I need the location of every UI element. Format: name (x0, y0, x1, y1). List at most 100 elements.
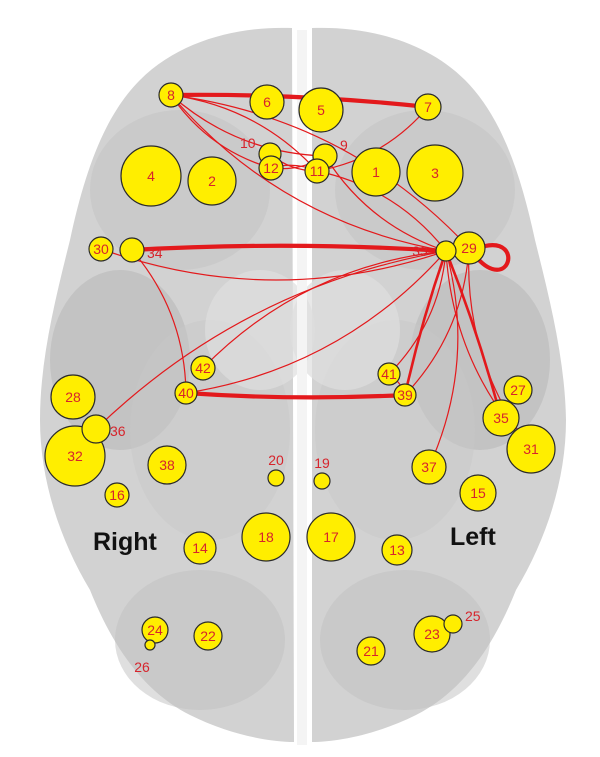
node-5 (298, 87, 344, 133)
node-label-41: 41 (381, 366, 397, 382)
node-25 (443, 614, 463, 634)
node-33 (435, 240, 457, 262)
node-label-24: 24 (147, 622, 163, 638)
node-label-13: 13 (389, 542, 405, 558)
connection-33-39 (403, 249, 448, 397)
left-hemisphere-label: Left (450, 523, 496, 551)
node-38 (147, 445, 187, 485)
node-label-10: 10 (240, 135, 256, 151)
node-7 (414, 93, 442, 121)
connection-9-33 (324, 155, 447, 252)
node-label-28: 28 (65, 389, 81, 405)
node-label-6: 6 (263, 94, 271, 110)
node-18 (241, 512, 291, 562)
node-label-20: 20 (268, 452, 284, 468)
node-label-11: 11 (310, 163, 325, 179)
node-label-40: 40 (178, 385, 194, 401)
node-8 (158, 82, 184, 108)
node-label-27: 27 (510, 382, 526, 398)
node-label-35: 35 (493, 410, 509, 426)
node-label-18: 18 (258, 529, 274, 545)
connection-8-12 (170, 94, 272, 169)
node-13 (381, 534, 413, 566)
connection-33-37 (428, 250, 459, 468)
node-28 (50, 374, 96, 420)
node-15 (459, 474, 497, 512)
node-label-23: 23 (424, 626, 440, 642)
node-19 (313, 472, 331, 490)
node-label-26: 26 (134, 659, 150, 675)
right-hemisphere-label: Right (93, 528, 157, 556)
node-label-4: 4 (147, 168, 155, 184)
node-label-9: 9 (340, 137, 348, 153)
node-41 (377, 362, 401, 386)
node-27 (503, 375, 533, 405)
node-14 (183, 531, 217, 565)
node-20 (267, 469, 285, 487)
connection-33-41 (388, 250, 447, 375)
connection-29-29 (474, 243, 511, 272)
node-label-25: 25 (465, 608, 481, 624)
node-label-16: 16 (109, 487, 125, 503)
node-label-34: 34 (147, 245, 163, 261)
node-11 (304, 158, 330, 184)
node-label-8: 8 (167, 87, 175, 103)
node-17 (306, 512, 356, 562)
node-2 (187, 156, 237, 206)
connection-30-33 (100, 248, 447, 281)
node-22 (193, 621, 223, 651)
connection-8-33 (170, 94, 447, 252)
node-label-29: 29 (461, 240, 477, 256)
node-4 (120, 145, 182, 207)
node-label-37: 37 (421, 459, 437, 475)
connection-8-29 (170, 94, 470, 249)
node-26 (144, 639, 156, 651)
node-12 (258, 155, 284, 181)
connection-34-33 (129, 243, 449, 254)
node-34 (119, 237, 145, 263)
node-label-19: 19 (314, 455, 330, 471)
connection-33-36 (95, 250, 447, 430)
node-label-32: 32 (67, 448, 83, 464)
connection-8-9 (170, 94, 326, 157)
connection-11-33 (316, 170, 447, 252)
connection-8-11 (170, 94, 318, 172)
node-label-3: 3 (431, 165, 439, 181)
node-label-14: 14 (192, 540, 208, 556)
node-1 (351, 147, 401, 197)
node-label-36: 36 (110, 423, 126, 439)
node-39 (393, 383, 417, 407)
node-label-39: 39 (397, 387, 413, 403)
brain-axial-silhouette (40, 27, 566, 745)
node-label-15: 15 (470, 485, 486, 501)
node-21 (356, 636, 386, 666)
connection-lines (95, 92, 532, 468)
connection-8-7 (168, 92, 431, 110)
node-label-31: 31 (523, 441, 539, 457)
node-label-22: 22 (200, 628, 216, 644)
node-label-30: 30 (93, 241, 109, 257)
node-label-2: 2 (208, 173, 216, 189)
node-36 (81, 414, 111, 444)
node-label-1: 1 (372, 164, 380, 180)
node-42 (190, 355, 216, 381)
connection-40-33 (185, 250, 447, 394)
node-35 (482, 399, 520, 437)
node-30 (88, 236, 114, 262)
node-16 (104, 482, 130, 508)
node-label-7: 7 (424, 99, 432, 115)
connection-29-39 (404, 247, 470, 396)
node-23 (413, 615, 451, 653)
node-40 (174, 381, 198, 405)
connection-34-40 (131, 249, 187, 394)
node-label-5: 5 (317, 102, 325, 118)
connection-40-39 (183, 390, 408, 400)
node-31 (506, 424, 556, 474)
node-label-21: 21 (363, 643, 379, 659)
node-label-38: 38 (159, 457, 175, 473)
node-3 (406, 144, 464, 202)
node-label-33: 33 (412, 243, 428, 259)
node-6 (249, 84, 285, 120)
